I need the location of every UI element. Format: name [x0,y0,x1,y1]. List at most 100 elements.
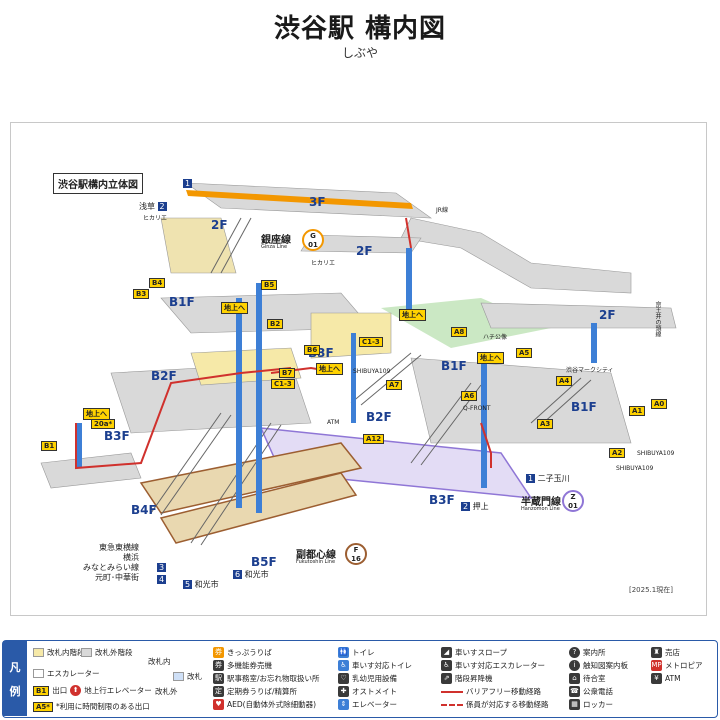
exit-a1: A1 [629,406,646,416]
floor-b2f-center: B2F [366,410,392,424]
map-drawing [40,182,677,546]
fukutoshin-line-roman: Fukutoshin Line [296,559,336,565]
legend-side-label: 凡 例 [3,641,27,716]
legend-stairlift: ⇗階段昇降機 [441,673,493,684]
track-6-wakoshi: 6 和光市 [233,570,269,579]
exit-b7: B7 [279,368,296,378]
ground-up-label: 地上へ [316,363,343,375]
place-hachiko: ハチ公像 [483,334,508,341]
legend-wheelchair-escalator: ♿車いす対応エスカレーター [441,660,545,671]
place-hikarie-west: ヒカリエ [143,215,168,222]
legend-station-office: 駅駅事務室/お忘れ物取扱い所 [213,673,320,684]
track-5-wakoshi: 5 和光市 [183,580,219,589]
track-1-ginza: 1 [183,179,193,188]
elevator-shafts [76,248,597,513]
place-keio-inokashira: 京王井の頭線 [654,301,661,337]
exit-b3: B3 [133,289,150,299]
b1-exit-corridor [40,452,142,489]
legend-ticket: 券きっぷうりば [213,647,272,658]
place-qfront: Q-FRONT [463,405,491,412]
hanzomon-line-name: 半蔵門線 [521,497,561,508]
inset-label: 渋谷駅構内立体図 [53,173,143,194]
b1f-east-concourse [410,357,632,444]
legend-phone: ☎公衆電話 [569,686,613,697]
exit-b4: B4 [149,278,166,288]
floor-b1f-center: B1F [441,359,467,373]
exit-a0: A0 [651,399,668,409]
legend-baby: ♡乳幼児用設備 [338,673,397,684]
legend-waiting: ⌂待合室 [569,673,606,684]
ginza-line-roman: Ginza Line [261,244,288,250]
ground-up-label: 地上へ [399,309,426,321]
keio-2f-concourse [480,302,677,329]
floor-b1f-east: B1F [571,400,597,414]
legend-atm: ¥ATM [651,673,681,684]
legend-gate: 改札 [173,671,202,682]
exit-b6: B6 [304,345,321,355]
legend-aed: ♥AED(自動体外式除細動器) [213,699,316,710]
legend-gate-area-in: 改札内 [148,657,171,666]
hanzomon-line-roman: Hanzomon Line [521,506,560,512]
exit-a2: A2 [609,448,626,458]
legend-ostomate: ✚オストメイト [338,686,397,697]
fukutoshin-platform [139,442,363,514]
floor-2f-east: 2F [599,308,616,322]
legend-exit-limited: A5**利用に時間制限のある出口 [33,701,150,712]
exit-b1: B1 [41,441,58,451]
legend-slope: ◢車いすスロープ [441,647,507,658]
ground-up-label: 地上へ [221,302,248,314]
place-hikarie-center: ヒカリエ [311,260,336,267]
page-title: 渋谷駅 構内図 [273,14,447,44]
place-mark-city: 渋谷マークシティ [566,367,614,374]
floor-b3f-east: B3F [429,493,455,507]
legend-toilet: 🚻トイレ [338,647,375,658]
floor-b3f-west: B3F [104,429,130,443]
date-note: [2025.1現在] [629,586,673,594]
track-2-asakusa: 浅草 2 [139,202,167,211]
exit-a8: A8 [451,327,468,337]
tokyu-line-labels: 東急東横線 横浜 みなとみらい線 元町･中華街 [83,543,139,582]
legend-elevator: ⇕エレベーター [338,699,397,710]
exit-a4: A4 [556,376,573,386]
ginza-line-name: 銀座線 [261,235,291,246]
floor-3f: 3F [309,195,326,209]
exit-b2: B2 [267,319,284,329]
legend-staff-route: 係員が対応する移動経路 [441,699,549,710]
floor-2f-west: 2F [211,218,228,232]
legend-gates-out: 改札外階段 [81,647,133,658]
legend-shop: ♜売店 [651,647,680,658]
escalators [150,217,592,546]
legend-info: ?案内所 [569,647,606,658]
ground-up-label: 地上へ [477,352,504,364]
place-shibuya109-c: SHIBUYA109 [353,368,391,375]
exit-b5: B5 [261,280,278,290]
exit-a12: A12 [363,434,385,444]
track-2-oshiage: 2 押上 [461,502,489,511]
place-atm: ATM [327,419,340,426]
exit-c1-3-north: C1-3 [359,337,383,347]
legend-locker: ▦ロッカー [569,699,613,710]
floor-2f-center: 2F [356,244,373,258]
station-map: 渋谷駅構内立体図 3F 2F 2F 2F B1F B1F B1F B2F B2F… [10,122,707,616]
page-subtitle: しぶや [341,46,378,60]
track-4: 4 [157,575,167,584]
place-shibuya109-b: SHIBUYA109 [616,465,654,472]
track-1-futako: 1 二子玉川 [526,474,570,483]
place-jr-line: JR線 [436,207,448,214]
special-exit-label: 20a* [91,419,116,429]
track-3: 3 [157,563,167,572]
jr-2f-concourse [400,217,632,294]
legend-gates-in: 改札内階段 [33,647,85,658]
exit-a7: A7 [386,380,403,390]
place-shibuya109-a: SHIBUYA109 [637,450,675,457]
exit-a5: A5 [516,348,533,358]
legend-multi-ticket: 券多機能券売機 [213,660,272,671]
legend-wheelchair-toilet: ♿車いす対応トイレ [338,660,412,671]
floor-b5f: B5F [251,555,277,569]
